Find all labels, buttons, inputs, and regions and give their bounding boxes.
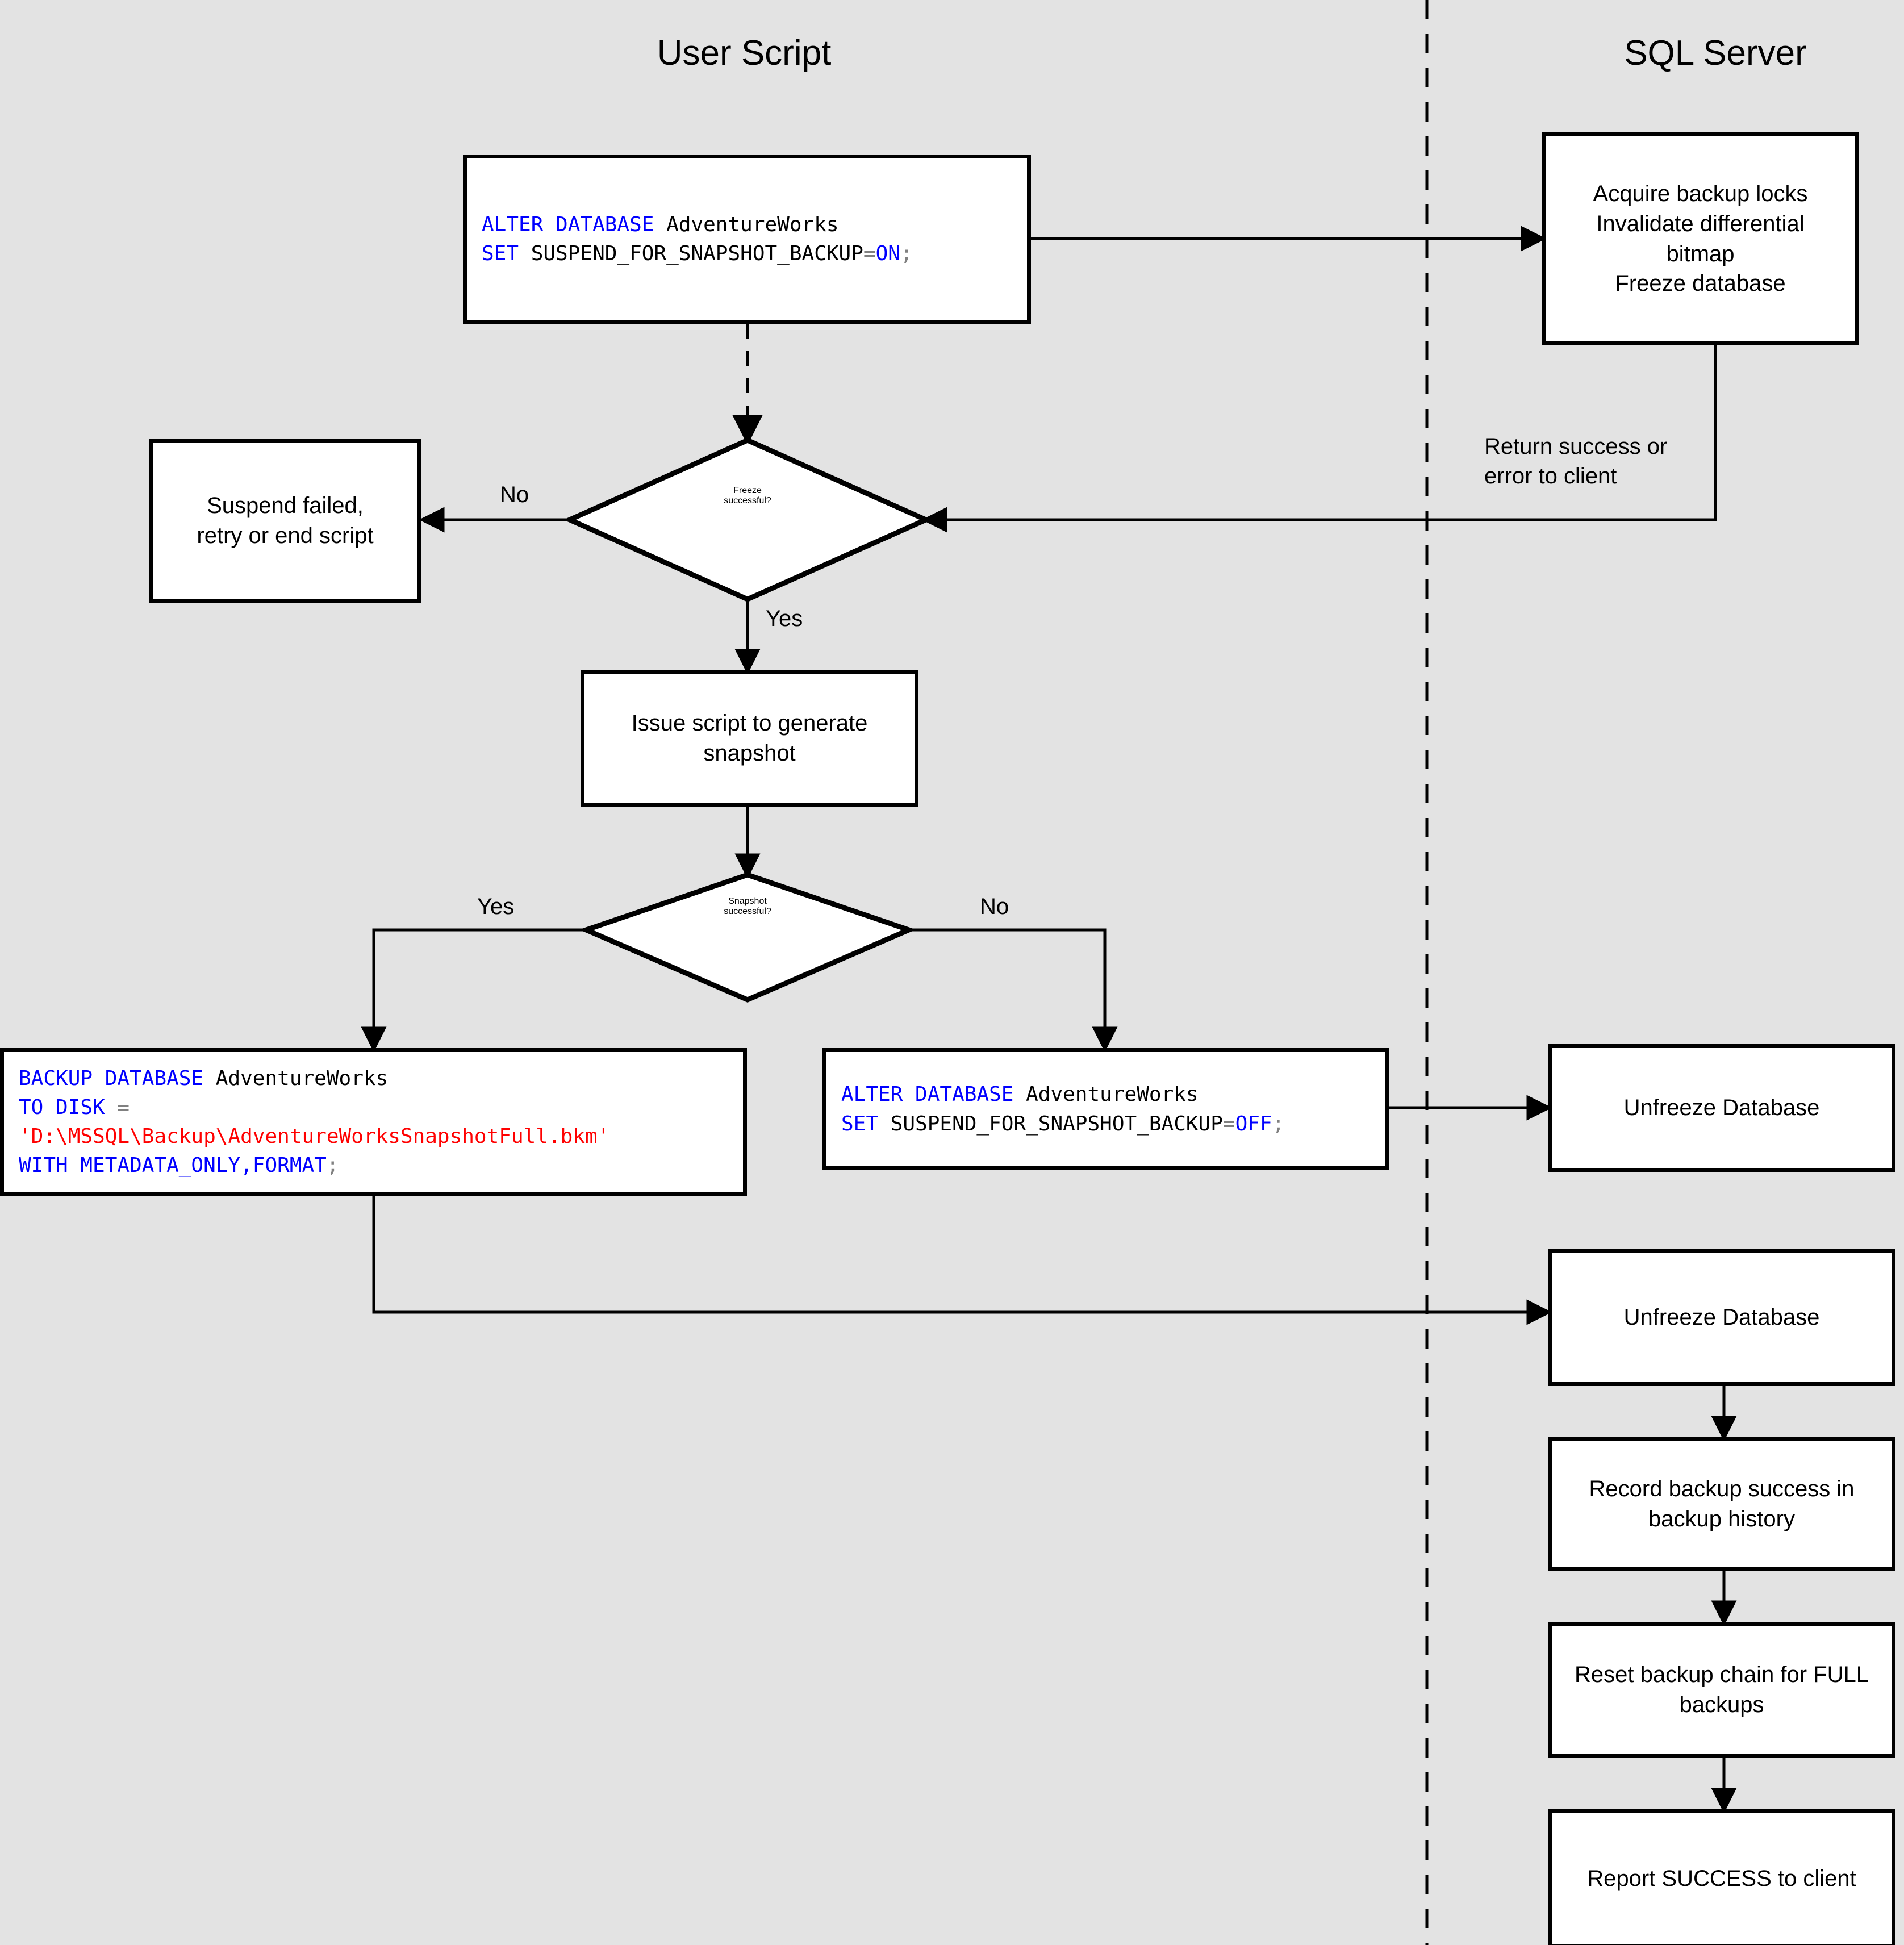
node-reset-backup-chain-label: Reset backup chain for FULL backups	[1574, 1662, 1869, 1717]
code-alter-on: ALTER DATABASE AdventureWorks SET SUSPEN…	[482, 212, 913, 265]
lane-title-user-script: User Script	[657, 34, 832, 73]
node-reset-backup-chain[interactable]: Reset backup chain for FULL backups	[1548, 1622, 1895, 1758]
edge-snapshot-no	[909, 928, 1118, 1053]
node-issue-script-label: Issue script to generate snapshot	[631, 711, 868, 766]
edge-label-snapshot-yes: Yes	[477, 894, 515, 919]
node-suspend-failed[interactable]: Suspend failed, retry or end script	[149, 439, 421, 603]
node-freeze-decision-label: Freeze successful?	[724, 486, 771, 506]
freeze-decision-shape	[563, 437, 933, 602]
node-alter-database-on[interactable]: ALTER DATABASE AdventureWorks SET SUSPEN…	[463, 155, 1031, 324]
code-alter-off: ALTER DATABASE AdventureWorks SET SUSPEN…	[841, 1083, 1285, 1136]
node-acquire-backup-locks[interactable]: Acquire backup locks Invalidate differen…	[1542, 132, 1859, 345]
node-freeze-decision[interactable]: Freeze successful?	[600, 486, 895, 560]
edge-label-snapshot-no: No	[980, 894, 1009, 919]
edge-snapshot-yes	[361, 928, 586, 1053]
node-acquire-backup-locks-label: Acquire backup locks Invalidate differen…	[1593, 181, 1808, 297]
node-backup-database[interactable]: BACKUP DATABASE AdventureWorks TO DISK =…	[0, 1048, 747, 1196]
node-report-success-label: Report SUCCESS to client	[1587, 1866, 1856, 1892]
node-record-backup-success-label: Record backup success in backup history	[1589, 1476, 1855, 1531]
node-unfreeze-database-2-label: Unfreeze Database	[1623, 1304, 1820, 1330]
node-snapshot-decision[interactable]: Snapshot successful?	[606, 896, 890, 970]
node-unfreeze-database-1-label: Unfreeze Database	[1623, 1095, 1820, 1121]
snapshot-decision-shape	[579, 872, 916, 1003]
code-backup-database: BACKUP DATABASE AdventureWorks TO DISK =…	[19, 1066, 610, 1178]
edge-label-return-to-client: Return success or error to client	[1484, 434, 1668, 489]
edge-acquire-to-freeze	[921, 345, 1717, 533]
lane-title-sql-server: SQL Server	[1624, 34, 1807, 73]
node-unfreeze-database-1[interactable]: Unfreeze Database	[1548, 1044, 1895, 1172]
node-unfreeze-database-2[interactable]: Unfreeze Database	[1548, 1249, 1895, 1386]
node-issue-script[interactable]: Issue script to generate snapshot	[581, 670, 918, 807]
edge-label-freeze-yes: Yes	[766, 606, 803, 631]
node-record-backup-success[interactable]: Record backup success in backup history	[1548, 1437, 1895, 1571]
edge-backup-to-unfreeze2	[372, 1196, 1552, 1325]
node-snapshot-decision-label: Snapshot successful?	[724, 896, 771, 916]
node-suspend-failed-label: Suspend failed, retry or end script	[197, 493, 374, 548]
edge-label-freeze-no: No	[500, 482, 529, 507]
node-alter-database-off[interactable]: ALTER DATABASE AdventureWorks SET SUSPEN…	[822, 1048, 1389, 1170]
node-report-success[interactable]: Report SUCCESS to client	[1548, 1809, 1895, 1945]
